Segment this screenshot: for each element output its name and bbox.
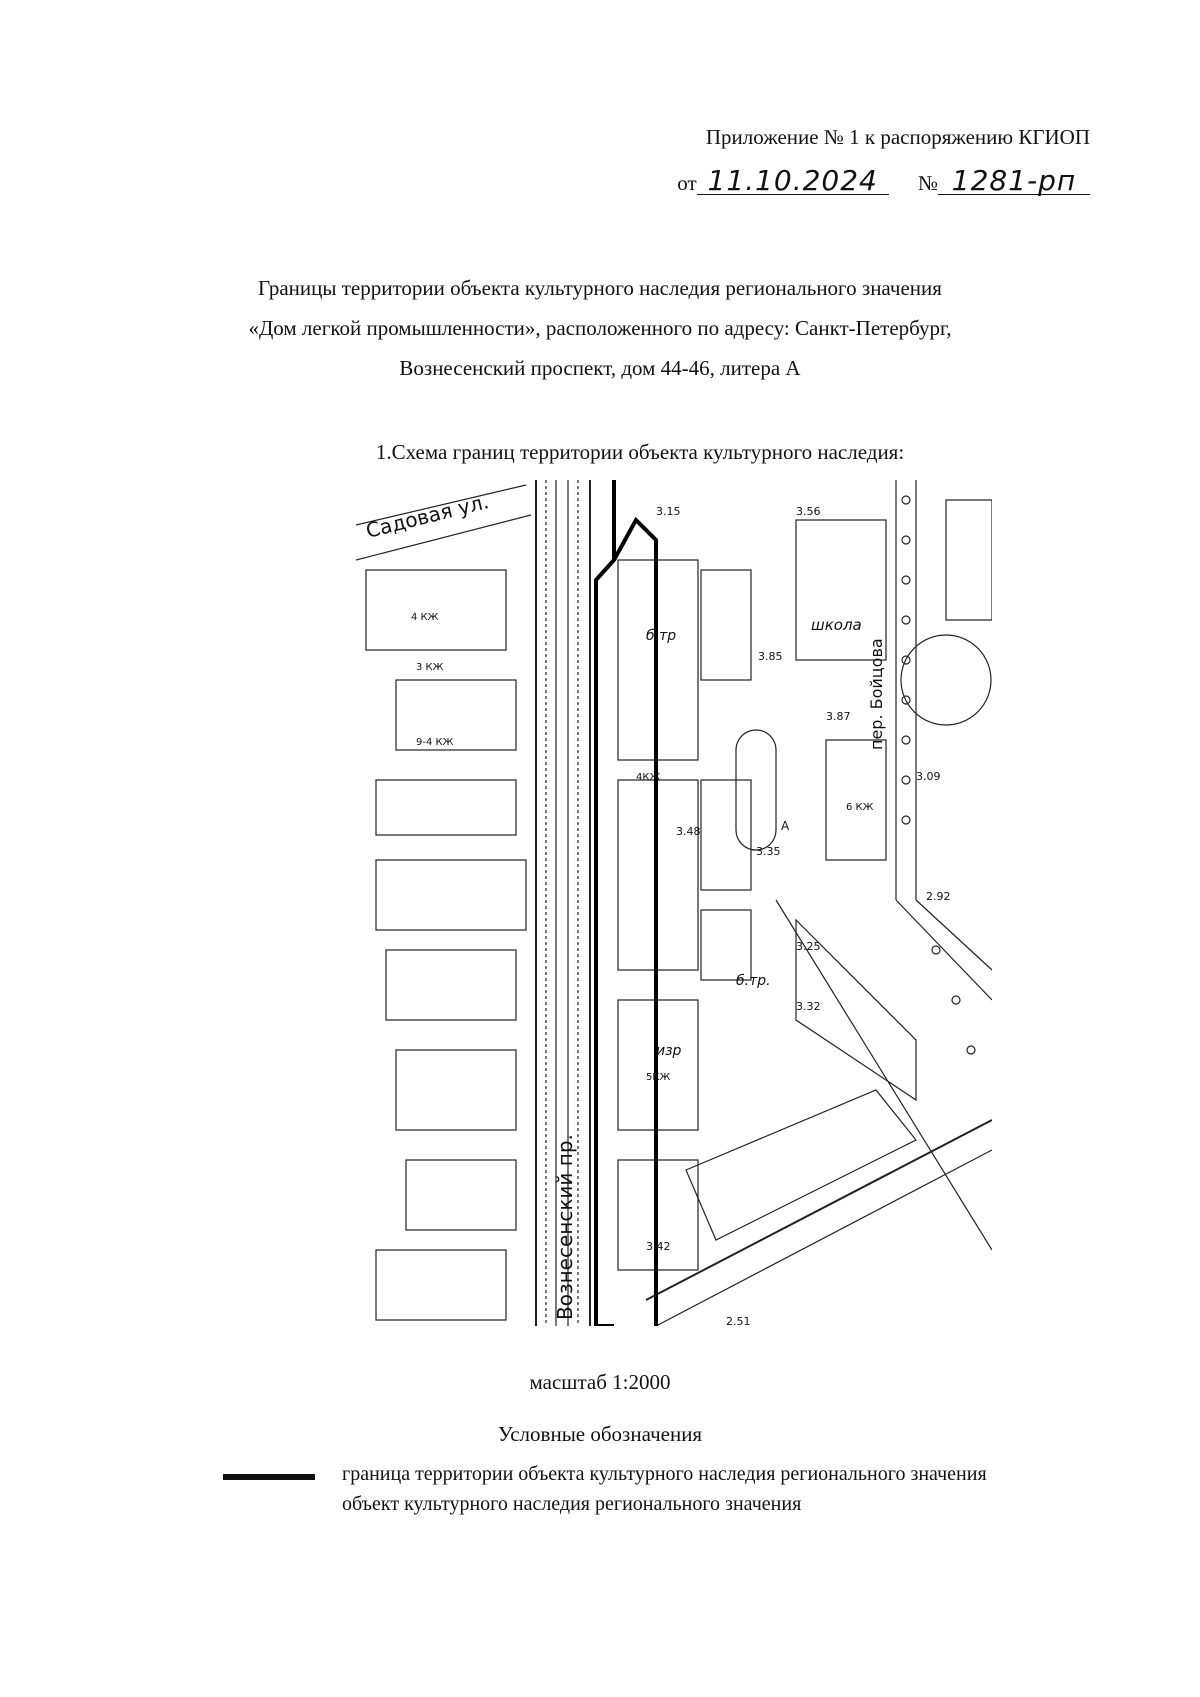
label-floors-1: 4 КЖ xyxy=(411,612,439,623)
legend-item-boundary: граница территории объекта культурного н… xyxy=(342,1463,987,1485)
height-mark-7: 3.32 xyxy=(796,1000,821,1013)
label-school: школа xyxy=(811,616,862,634)
order-date: 11.10.2024 xyxy=(696,167,889,195)
street-label-voznesensky: Вознесенский пр. xyxy=(553,1134,577,1320)
legend-boundary-line xyxy=(223,1474,315,1480)
number-prefix: № xyxy=(917,171,938,195)
label-floors-2: 5КЖ xyxy=(646,1072,670,1083)
map-scale: масштаб 1:2000 xyxy=(529,1370,671,1394)
height-mark-6: 3.48 xyxy=(676,825,701,838)
date-prefix: от xyxy=(677,171,697,195)
height-mark-10: 3.42 xyxy=(646,1240,671,1253)
appendix-heading: Приложение № 1 к распоряжению КГИОП xyxy=(705,125,1090,149)
label-izr: изр xyxy=(656,1043,682,1059)
title-line-3: Вознесенский проспект, дом 44-46, литера… xyxy=(399,356,801,380)
label-substation-1: б.тр xyxy=(646,628,676,644)
height-mark-11: 3.56 xyxy=(796,505,821,518)
order-number: 1281-рп xyxy=(938,167,1090,195)
height-mark-4: 3.35 xyxy=(756,845,781,858)
label-substation-2: б.тр. xyxy=(736,973,771,989)
site-plan-map: Садовая ул. Вознесенский пр. пер. Бойцов… xyxy=(356,480,992,1326)
legend-item-object: объект культурного наследия региональног… xyxy=(342,1493,802,1515)
label-floors-4: 3 КЖ xyxy=(416,662,444,673)
height-mark-3: 3.09 xyxy=(916,770,941,783)
title-line-2: «Дом легкой промышленности», расположенн… xyxy=(248,316,952,340)
street-label-sadovaya: Садовая ул. xyxy=(363,489,491,543)
title-line-1: Границы территории объекта культурного н… xyxy=(258,276,942,300)
label-floors-6: 4КЖ xyxy=(636,772,660,783)
height-mark-1: 3.85 xyxy=(758,650,783,663)
label-a: А xyxy=(781,819,790,833)
height-mark-8: 2.92 xyxy=(926,890,951,903)
height-mark-5: 3.25 xyxy=(796,940,821,953)
label-floors-5: 9-4 КЖ xyxy=(416,737,454,748)
height-mark-9: 2.51 xyxy=(726,1315,751,1326)
label-floors-3: 6 КЖ xyxy=(846,802,874,813)
schema-heading: 1.Схема границ территории объекта культу… xyxy=(375,440,905,464)
legend-title: Условные обозначения xyxy=(497,1422,703,1446)
street-label-boytsova: пер. Бойцова xyxy=(867,638,886,750)
height-mark-2: 3.87 xyxy=(826,710,851,723)
height-mark-12: 3.15 xyxy=(656,505,681,518)
